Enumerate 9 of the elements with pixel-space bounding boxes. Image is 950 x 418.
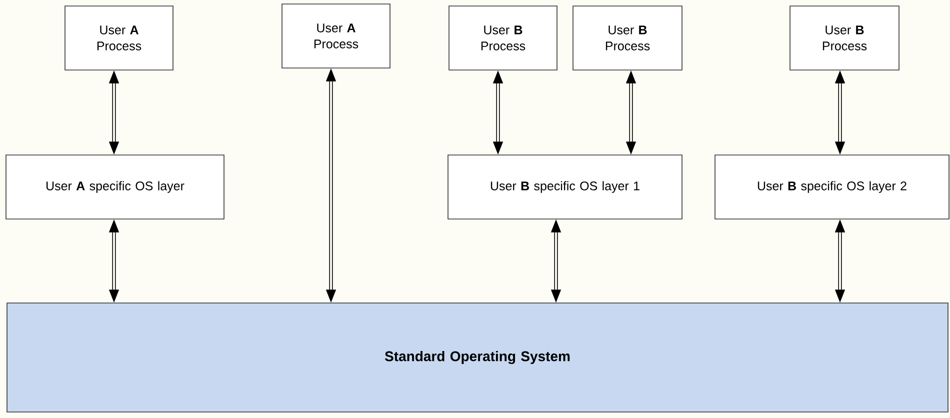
process-box: User B Process [790, 6, 900, 70]
process-box: User A Process [64, 6, 174, 70]
os-layer-box: User B specific OS layer 2 [714, 154, 950, 220]
process-box: User B Process [572, 6, 682, 70]
os-layer-box: User B specific OS layer 1 [448, 154, 682, 220]
operating-system-box: Standard Operating System [6, 302, 948, 412]
os-layer-box: User A specific OS layer [6, 154, 224, 220]
process-box: User B Process [448, 6, 558, 70]
process-box: User A Process [282, 4, 390, 68]
